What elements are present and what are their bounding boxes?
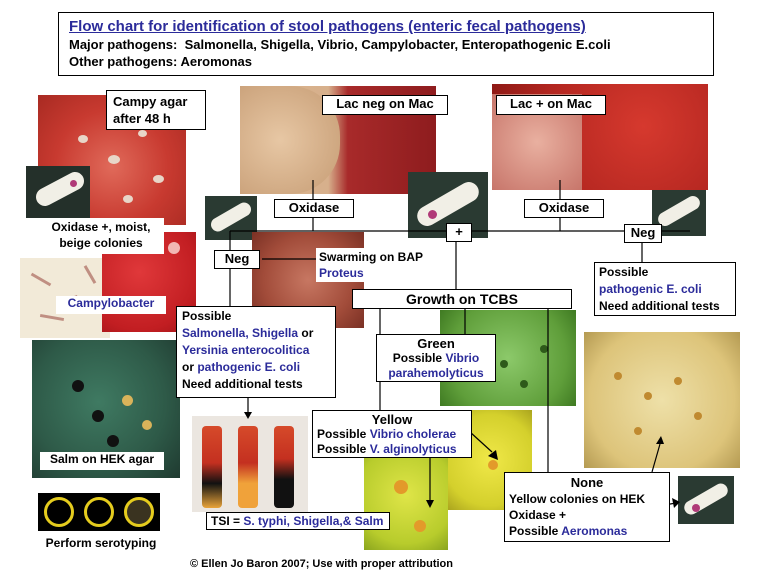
hek-yellow-photo [584, 332, 740, 468]
green-box: Green Possible Vibrio parahemolyticus [376, 334, 496, 382]
swarming-label: Swarming on BAP Proteus [316, 248, 426, 282]
tcbs-yellow-photo-1 [364, 440, 448, 550]
copyright-text: © Ellen Jo Baron 2007; Use with proper a… [190, 558, 453, 570]
plus-label: + [446, 223, 472, 242]
other-pathogens: Other pathogens: Aeromonas [69, 54, 253, 69]
oxidase-right-label: Oxidase [524, 199, 604, 218]
major-pathogens: Major pathogens: Salmonella, Shigella, V… [69, 37, 611, 52]
oxidase-swab-photo-2 [205, 196, 257, 240]
oxidase-moist-label: Oxidase +, moist, beige colonies [38, 218, 164, 254]
title-box: Flow chart for identification of stool p… [58, 12, 714, 76]
title-heading: Flow chart for identification of stool p… [69, 18, 586, 35]
salm-hek-label: Salm on HEK agar [40, 452, 164, 470]
perform-serotyping-label: Perform serotyping [45, 536, 157, 550]
campy-agar-label: Campy agar after 48 h [106, 90, 206, 130]
serotyping-photo [38, 493, 160, 531]
lac-pos-label: Lac + on Mac [496, 95, 606, 115]
neg-right-label: Neg [624, 224, 662, 243]
tsi-label: TSI = S. typhi, Shigella,& Salm [206, 512, 390, 530]
campylobacter-label: Campylobacter [56, 296, 166, 314]
tsi-tubes-photo [192, 416, 308, 512]
oxidase-swab-photo-1 [26, 166, 90, 218]
none-box: None Yellow colonies on HEK Oxidase + Po… [504, 472, 670, 542]
possible-right-box: Possible pathogenic E. coli Need additio… [594, 262, 736, 316]
yellow-box: Yellow Possible Vibrio cholerae Possible… [312, 410, 472, 458]
lac-neg-label: Lac neg on Mac [322, 95, 448, 115]
oxidase-left-label: Oxidase [274, 199, 354, 218]
neg-left-label: Neg [214, 250, 260, 269]
oxidase-swab-photo-5 [678, 476, 734, 524]
possible-left-box: Possible Salmonella, Shigella or Yersini… [176, 306, 336, 398]
growth-tcbs-label: Growth on TCBS [352, 289, 572, 309]
